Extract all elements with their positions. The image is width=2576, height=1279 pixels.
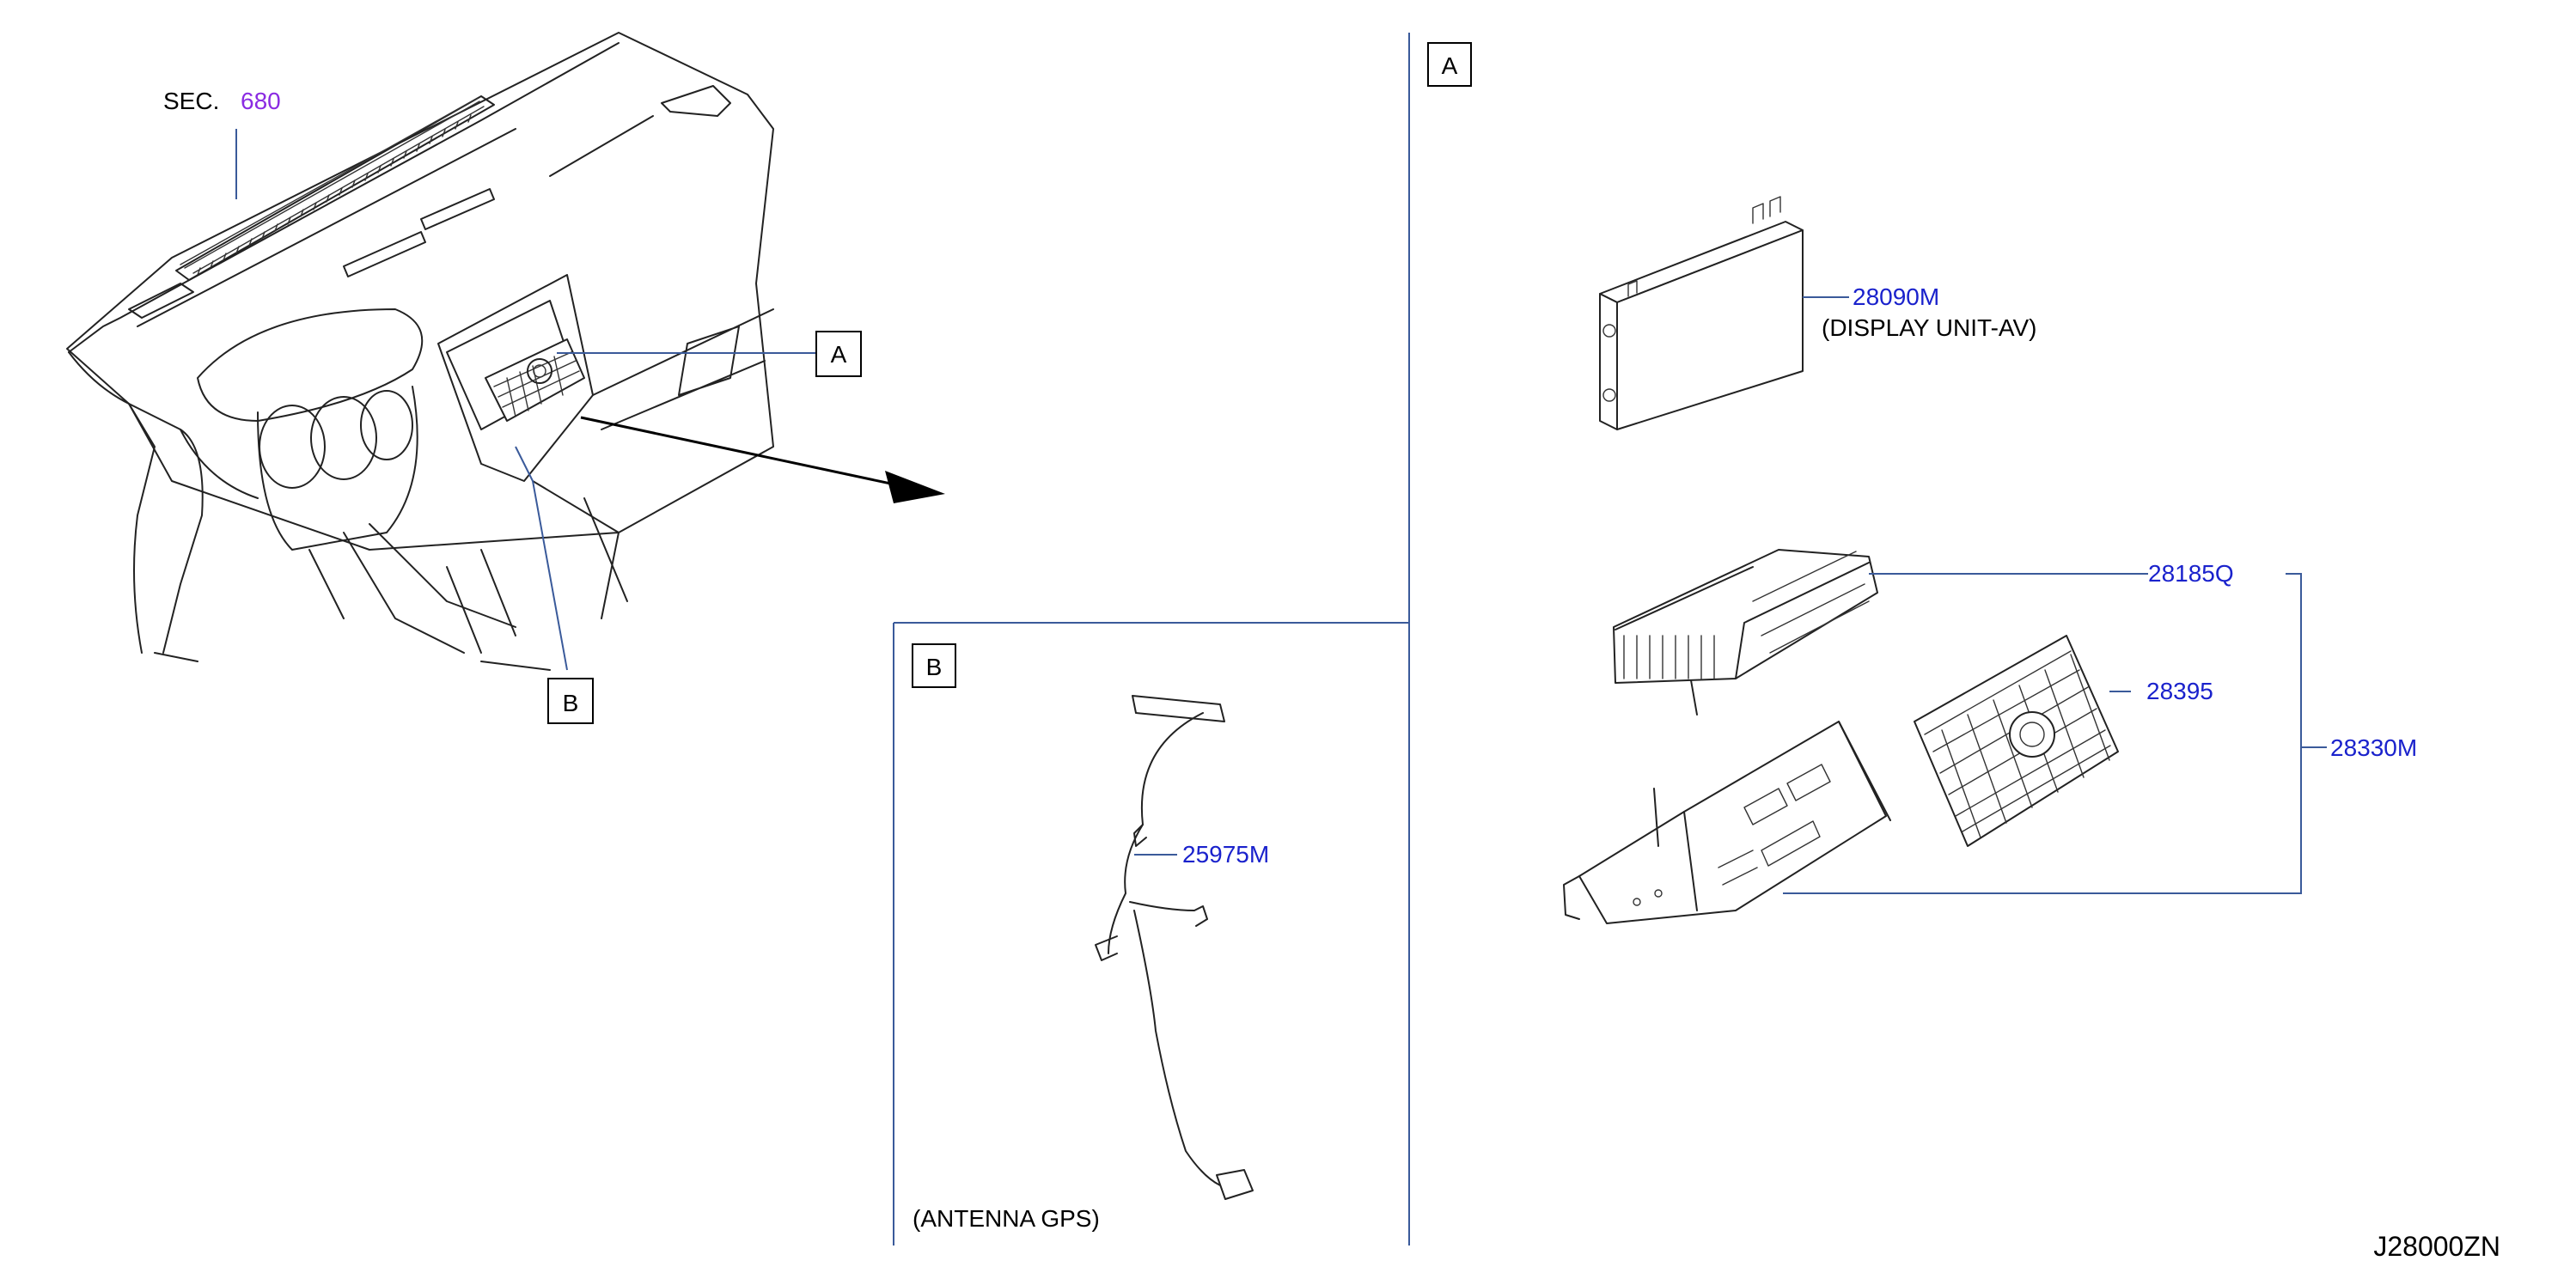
- diagram-code: J28000ZN: [2373, 1231, 2500, 1262]
- dashboard-callouts: SEC. 680 A B: [163, 88, 945, 724]
- part-28090m-number[interactable]: 28090M: [1853, 283, 1939, 310]
- head-unit-illustration: [1613, 549, 1878, 716]
- panel-dividers: [893, 33, 1410, 1246]
- part-28330m-bracket-line: [1783, 573, 2302, 894]
- dashboard-illustration: [66, 32, 774, 671]
- part-28185q-number[interactable]: 28185Q: [2148, 560, 2234, 587]
- view-b-leader: [515, 446, 568, 671]
- part-25975m-description: (ANTENNA GPS): [913, 1205, 1100, 1232]
- part-28330m-number[interactable]: 28330M: [2330, 734, 2417, 761]
- panel-a-marker-box: [1427, 42, 1472, 87]
- view-arrow-head: [885, 471, 945, 503]
- panel-a-marker-label: A: [1442, 52, 1458, 79]
- panel-b: B 25975M (ANTENNA GPS): [912, 643, 1269, 1232]
- view-a-marker-box[interactable]: [815, 331, 862, 377]
- view-b-marker-label: B: [563, 690, 579, 716]
- part-25975m-number[interactable]: 25975M: [1182, 841, 1269, 868]
- view-b-marker-box[interactable]: [547, 678, 594, 724]
- panel-b-marker-label: B: [926, 654, 943, 680]
- part-28395-number[interactable]: 28395: [2146, 678, 2213, 704]
- view-arrow-shaft: [580, 416, 912, 490]
- part-28090m-description: (DISPLAY UNIT-AV): [1822, 314, 2037, 341]
- view-a-marker-label: A: [831, 341, 847, 368]
- panel-a: A 28090M (DISPLAY UNIT-AV) 28185Q: [1427, 42, 2417, 924]
- section-ref-number[interactable]: 680: [241, 88, 281, 114]
- panel-b-marker-box: [912, 643, 956, 688]
- section-ref-prefix: SEC.: [163, 88, 219, 114]
- display-unit-illustration: [1599, 196, 1804, 430]
- control-panel-illustration: [1914, 635, 2119, 847]
- gps-antenna-illustration: [1095, 695, 1254, 1200]
- bracket-illustration: [1563, 721, 1891, 924]
